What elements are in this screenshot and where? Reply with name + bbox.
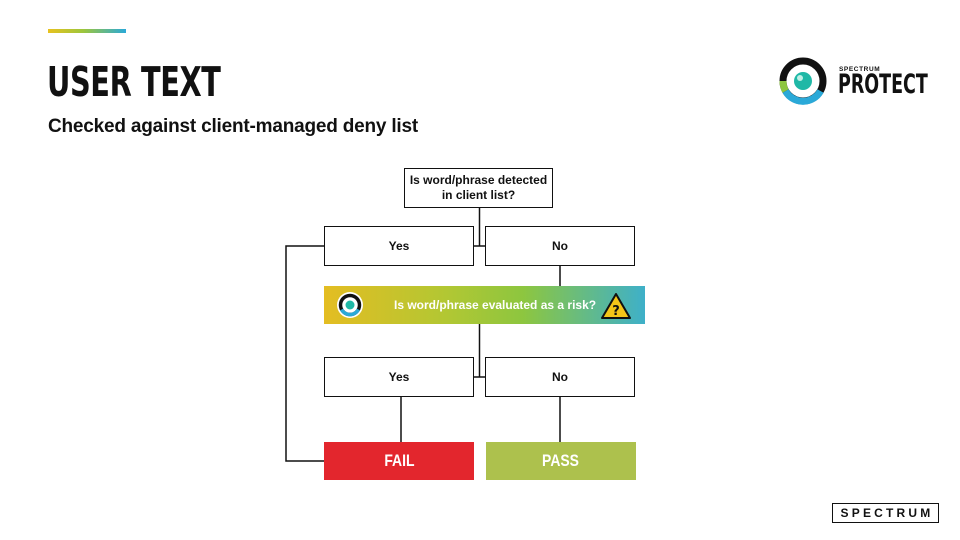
spectrum-ring-logo-icon <box>779 57 827 105</box>
second-no-box: No <box>485 357 635 397</box>
pass-result: PASS <box>486 442 636 480</box>
warning-triangle-question-icon: ? <box>601 293 631 319</box>
logo-big-text: PROTECT <box>838 69 928 100</box>
first-no-box: No <box>485 226 635 266</box>
slide-title: USER TEXT <box>47 58 221 106</box>
second-yes-box: Yes <box>324 357 474 397</box>
svg-text:?: ? <box>612 304 620 319</box>
spectrum-protect-logo: SPECTRUM PROTECT <box>776 54 928 110</box>
risk-question-text: Is word/phrase evaluated as a risk? <box>394 298 597 312</box>
fail-result: FAIL <box>324 442 474 480</box>
accent-bar <box>48 29 126 33</box>
spectrum-ring-icon <box>337 292 363 318</box>
first-yes-box: Yes <box>324 226 474 266</box>
fail-label: FAIL <box>383 451 415 470</box>
logo-small-text: SPECTRUM <box>839 66 881 73</box>
pass-label: PASS <box>542 451 580 470</box>
risk-evaluation-bar: Is word/phrase evaluated as a risk? ? <box>324 286 645 324</box>
footer-spectrum-logo: SPECTRUM <box>832 503 939 523</box>
slide-subtitle: Checked against client-managed deny list <box>48 116 418 137</box>
question-box: Is word/phrase detected in client list? <box>404 168 553 208</box>
connector-yes-bypass-to-fail <box>285 245 324 462</box>
